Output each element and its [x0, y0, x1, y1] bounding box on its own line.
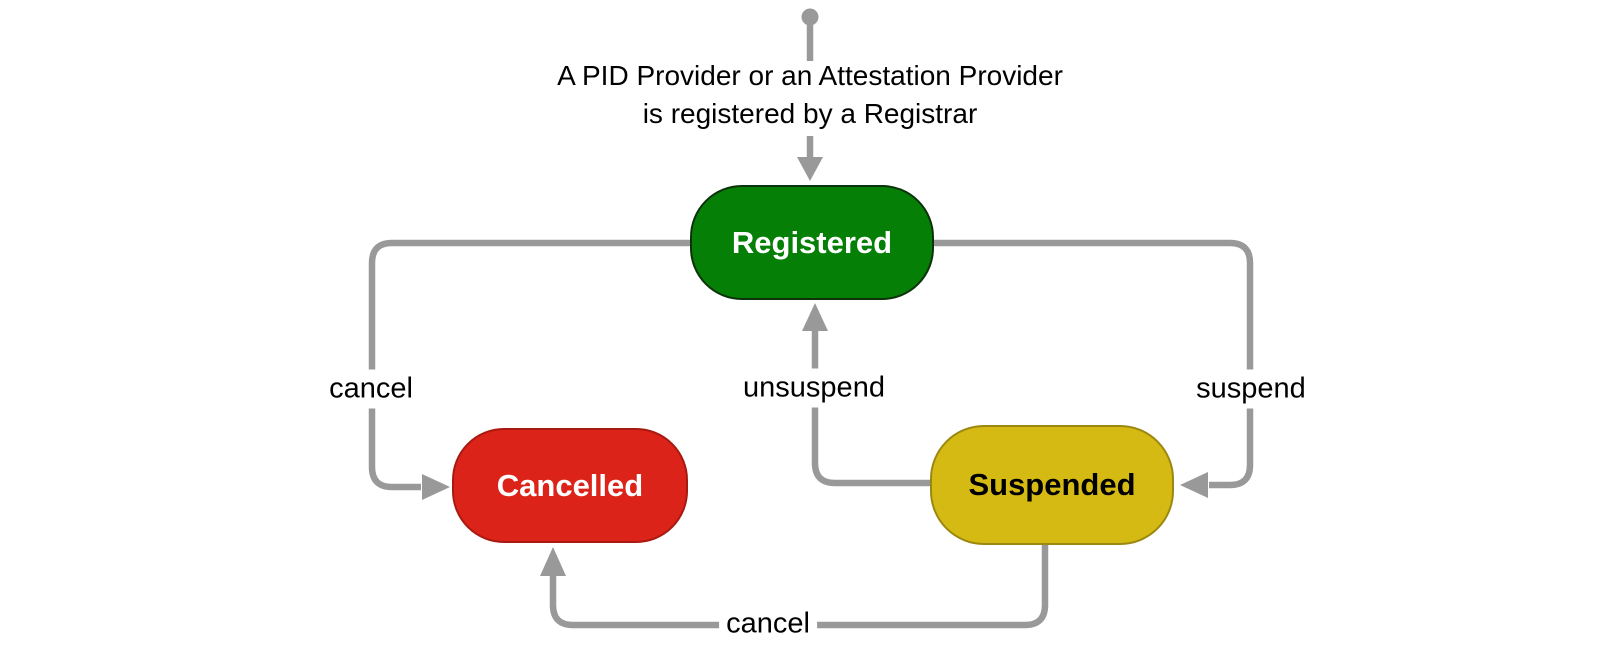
start-caption: A PID Provider or an Attestation Provide… [557, 57, 1063, 133]
state-cancelled-label: Cancelled [496, 467, 644, 503]
state-registered: Registered [690, 185, 934, 300]
arrowhead-into-registered-top-icon [797, 157, 823, 181]
state-cancelled: Cancelled [452, 428, 688, 543]
edge-suspended-to-registered [811, 331, 930, 487]
arrowhead-into-cancelled-left-icon [422, 474, 450, 500]
edge-label-cancel-bottom: cancel [719, 604, 817, 644]
edge-registered-to-cancelled [368, 239, 690, 491]
edge-registered-to-suspended [933, 239, 1254, 489]
arrowhead-into-cancelled-bottom-icon [540, 547, 566, 576]
start-caption-line1: A PID Provider or an Attestation Provide… [557, 60, 1063, 91]
start-node-icon [801, 8, 819, 26]
state-suspended-label: Suspended [968, 467, 1136, 502]
arrowhead-into-suspended-right-icon [1180, 472, 1208, 498]
edge-label-suspend: suspend [1189, 369, 1313, 409]
state-suspended: Suspended [930, 425, 1174, 545]
arrowhead-into-registered-bottom-icon [802, 303, 828, 331]
start-caption-line2: is registered by a Registrar [642, 98, 978, 129]
edge-label-unsuspend: unsuspend [736, 368, 892, 408]
state-registered-label: Registered [731, 224, 893, 260]
edge-label-cancel-left: cancel [322, 369, 420, 409]
